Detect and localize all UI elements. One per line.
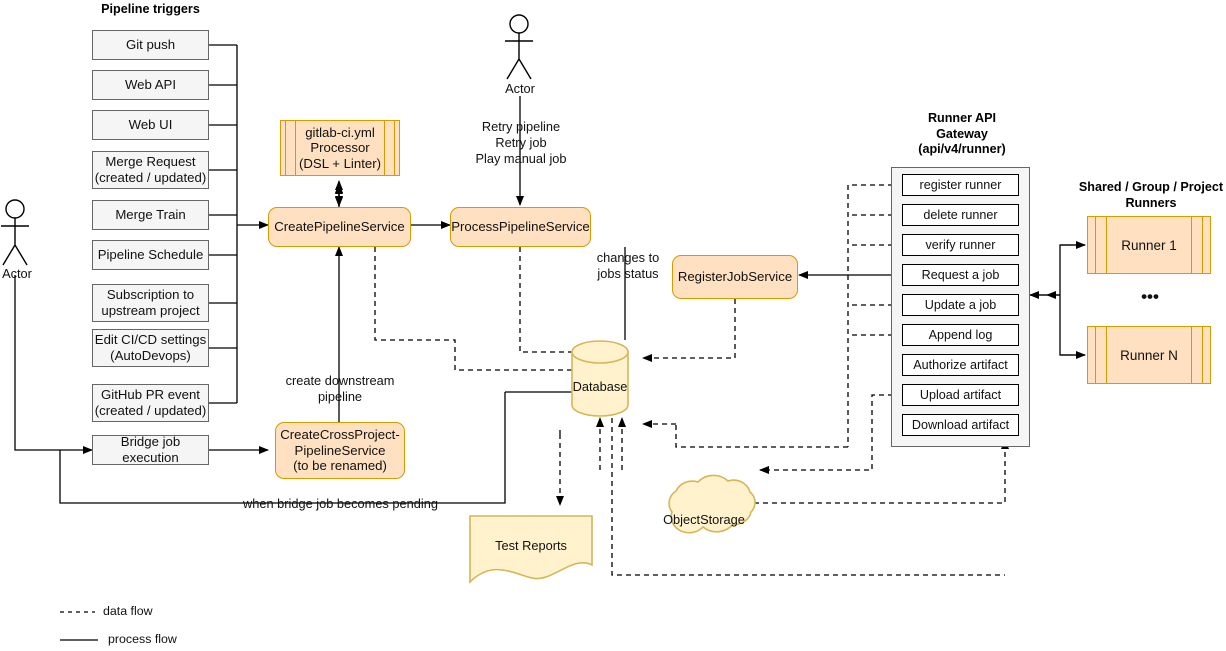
register-job-service[interactable]: RegisterJobService <box>672 255 798 299</box>
actor-top-label: Actor <box>505 81 535 96</box>
runners-ellipsis: ••• <box>1141 287 1159 306</box>
process-pipeline-service[interactable]: ProcessPipelineService <box>450 207 591 247</box>
trigger-github-pr-event[interactable]: GitHub PR event (created / updated) <box>92 384 209 422</box>
database-label: Database <box>572 379 628 394</box>
trigger-subscription-upstream[interactable]: Subscription to upstream project <box>92 284 209 322</box>
trigger-web-ui[interactable]: Web UI <box>92 110 209 140</box>
pipeline-triggers-header: Pipeline triggers <box>101 2 200 16</box>
changes-to-jobs-status-label: changes to jobs status <box>596 250 660 281</box>
trigger-pipeline-schedule[interactable]: Pipeline Schedule <box>92 240 209 270</box>
api-verify-runner[interactable]: verify runner <box>902 234 1019 256</box>
api-append-log[interactable]: Append log <box>902 324 1019 346</box>
api-authorize-artifact[interactable]: Authorize artifact <box>902 354 1019 376</box>
api-upload-artifact[interactable]: Upload artifact <box>902 384 1019 406</box>
api-request-a-job[interactable]: Request a job <box>902 264 1019 286</box>
bridge-pending-label: when bridge job becomes pending <box>243 496 438 511</box>
trigger-edit-cicd-settings[interactable]: Edit CI/CD settings (AutoDevops) <box>92 329 209 367</box>
trigger-merge-request[interactable]: Merge Request (created / updated) <box>92 151 209 189</box>
retry-label: Retry pipeline Retry job Play manual job <box>475 119 567 166</box>
create-downstream-pipeline-label: create downstream pipeline <box>285 373 395 404</box>
actor-left-label: Actor <box>2 266 32 281</box>
trigger-bridge-job-execution[interactable]: Bridge job execution <box>92 434 209 465</box>
api-register-runner[interactable]: register runner <box>902 174 1019 196</box>
api-update-a-job[interactable]: Update a job <box>902 294 1019 316</box>
trigger-web-api[interactable]: Web API <box>92 70 209 100</box>
api-delete-runner[interactable]: delete runner <box>902 204 1019 226</box>
legend-data-flow-label: data flow <box>103 604 153 618</box>
runner-1[interactable]: Runner 1 <box>1087 216 1211 274</box>
api-download-artifact[interactable]: Download artifact <box>902 414 1019 436</box>
create-pipeline-service[interactable]: CreatePipelineService <box>268 207 411 247</box>
create-cross-project-pipeline-service[interactable]: CreateCrossProject- PipelineService (to … <box>275 422 405 479</box>
test-reports-label: Test Reports <box>495 538 567 553</box>
runner-n[interactable]: Runner N <box>1087 326 1211 384</box>
actor-left-figure <box>1 199 29 266</box>
trigger-merge-train[interactable]: Merge Train <box>92 200 209 230</box>
object-storage-label: ObjectStorage <box>663 512 745 527</box>
trigger-git-push[interactable]: Git push <box>92 30 209 60</box>
runners-header: Shared / Group / Project Runners <box>1078 180 1224 210</box>
legend-process-flow-label: process flow <box>108 632 177 646</box>
gitlab-ci-yml-processor[interactable]: gitlab-ci.yml Processor (DSL + Linter) <box>280 120 400 176</box>
actor-top-figure <box>505 14 533 80</box>
runner-api-gateway-header: Runner API Gateway (api/v4/runner) <box>918 111 1006 157</box>
